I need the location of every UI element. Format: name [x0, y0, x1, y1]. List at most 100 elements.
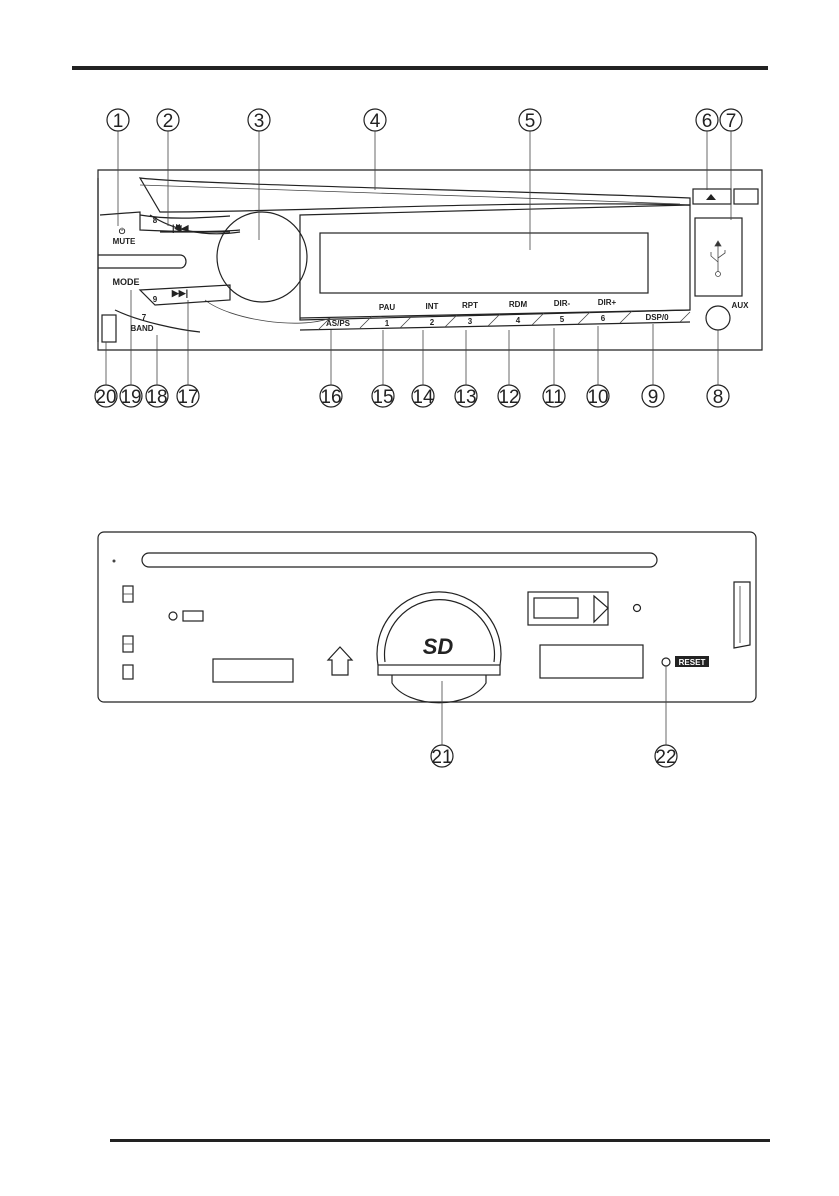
callout-13: 13 — [454, 330, 478, 408]
svg-text:17: 17 — [177, 387, 198, 408]
callout-1: 1 — [106, 108, 130, 226]
disc-slot — [141, 552, 658, 568]
sd-label: SD — [423, 634, 454, 659]
svg-text:3: 3 — [468, 317, 473, 326]
preset-button-asps[interactable]: AS/PS — [317, 315, 373, 331]
preset-button-4[interactable]: RDM 4 — [509, 300, 545, 326]
callout-21: 21 — [430, 681, 454, 768]
callouts-back: 21 22 — [430, 666, 678, 768]
eject-icon — [706, 194, 716, 200]
callout-16: 16 — [319, 330, 343, 408]
svg-text:2: 2 — [430, 318, 435, 327]
svg-text:5: 5 — [525, 111, 536, 132]
callout-19: 19 — [119, 290, 143, 408]
up-arrow-icon — [326, 646, 354, 676]
svg-text:21: 21 — [431, 747, 452, 768]
callouts-bottom: 20 19 18 17 16 15 14 — [94, 290, 730, 408]
callout-20: 20 — [94, 342, 118, 408]
svg-text:12: 12 — [498, 387, 519, 408]
svg-text:4: 4 — [370, 111, 381, 132]
svg-text:PAU: PAU — [379, 303, 396, 312]
preset-button-1[interactable]: PAU 1 — [379, 303, 413, 329]
usb-icon — [710, 240, 726, 277]
svg-text:16: 16 — [320, 387, 341, 408]
svg-text:DIR+: DIR+ — [598, 298, 617, 307]
sd-card-slot[interactable]: SD — [376, 591, 502, 704]
top-rule — [72, 66, 768, 70]
prev-track-icon[interactable]: |◀◀ — [172, 223, 189, 233]
svg-text:DIR-: DIR- — [554, 299, 571, 308]
svg-text:4: 4 — [516, 316, 521, 325]
svg-text:1: 1 — [385, 319, 390, 328]
svg-text:9: 9 — [648, 387, 659, 408]
bottom-rule — [110, 1139, 770, 1142]
svg-text:3: 3 — [254, 111, 265, 132]
svg-text:2: 2 — [163, 111, 174, 132]
callout-18: 18 — [145, 335, 169, 408]
callout-12: 12 — [497, 330, 521, 408]
svg-text:RPT: RPT — [462, 301, 478, 310]
svg-text:6: 6 — [601, 314, 606, 323]
svg-text:INT: INT — [426, 302, 439, 311]
button-7-number: 7 — [142, 313, 147, 322]
callout-15: 15 — [371, 330, 395, 408]
callout-6: 6 — [695, 108, 719, 190]
svg-text:|◀◀: |◀◀ — [172, 223, 189, 233]
preset-button-5[interactable]: DIR- 5 — [554, 299, 591, 325]
mode-label[interactable]: MODE — [113, 277, 140, 287]
callout-11: 11 — [542, 328, 566, 408]
callout-5: 5 — [518, 108, 542, 250]
preset-button-2[interactable]: INT 2 — [426, 302, 458, 328]
button-9-number: 9 — [153, 295, 158, 304]
svg-text:6: 6 — [702, 111, 713, 132]
preset-button-3[interactable]: RPT 3 — [462, 301, 501, 327]
callout-4: 4 — [363, 108, 387, 190]
svg-text:11: 11 — [544, 387, 564, 408]
callout-14: 14 — [411, 330, 435, 408]
callout-17: 17 — [176, 300, 200, 408]
svg-text:15: 15 — [372, 387, 393, 408]
svg-text:14: 14 — [412, 387, 434, 408]
svg-text:13: 13 — [455, 387, 476, 408]
lcd-display — [319, 232, 649, 294]
callout-22: 22 — [654, 666, 678, 768]
reset-flap — [101, 314, 117, 343]
svg-text:5: 5 — [560, 315, 565, 324]
next-track-icon[interactable]: ▶▶| — [171, 288, 188, 298]
preset-button-dsp[interactable]: DSP/0 — [645, 311, 691, 323]
callout-7: 7 — [719, 108, 743, 220]
callout-9: 9 — [641, 324, 665, 408]
usb-port[interactable] — [694, 217, 743, 297]
power-icon: ⏻ — [119, 227, 126, 236]
preset-button-6[interactable]: DIR+ 6 — [598, 298, 633, 324]
reset-hole[interactable] — [661, 657, 671, 667]
callout-10: 10 — [586, 326, 610, 408]
svg-text:AS/PS: AS/PS — [326, 319, 351, 328]
svg-text:22: 22 — [655, 747, 676, 768]
reset-badge — [675, 656, 709, 667]
svg-text:1: 1 — [113, 111, 124, 132]
svg-text:8: 8 — [713, 387, 724, 408]
svg-text:7: 7 — [726, 111, 737, 132]
mute-label[interactable]: MUTE — [113, 237, 136, 246]
svg-text:RDM: RDM — [509, 300, 528, 309]
svg-text:19: 19 — [120, 387, 141, 408]
reset-label: RESET — [679, 658, 706, 667]
preset-button-row: AS/PS PAU 1 INT 2 RPT 3 RDM 4 — [317, 298, 691, 331]
callout-2: 2 — [156, 108, 180, 226]
svg-text:DSP/0: DSP/0 — [645, 313, 669, 322]
callout-3: 3 — [247, 108, 271, 240]
aux-jack[interactable] — [705, 305, 731, 331]
volume-knob[interactable] — [216, 211, 308, 303]
callout-8: 8 — [706, 330, 730, 408]
svg-text:10: 10 — [587, 387, 608, 408]
svg-text:20: 20 — [95, 387, 116, 408]
button-8-number: 8 — [153, 216, 158, 225]
band-label[interactable]: BAND — [130, 324, 153, 333]
back-panel-diagram: SD RESET — [97, 531, 757, 704]
callouts-top: 1 2 3 4 5 6 7 — [106, 108, 743, 250]
svg-text:18: 18 — [146, 387, 167, 408]
front-panel-diagram: |◀◀ ⏻ MUTE 8 MODE ▶▶| 9 7 BAND AS/PS — [97, 169, 763, 351]
